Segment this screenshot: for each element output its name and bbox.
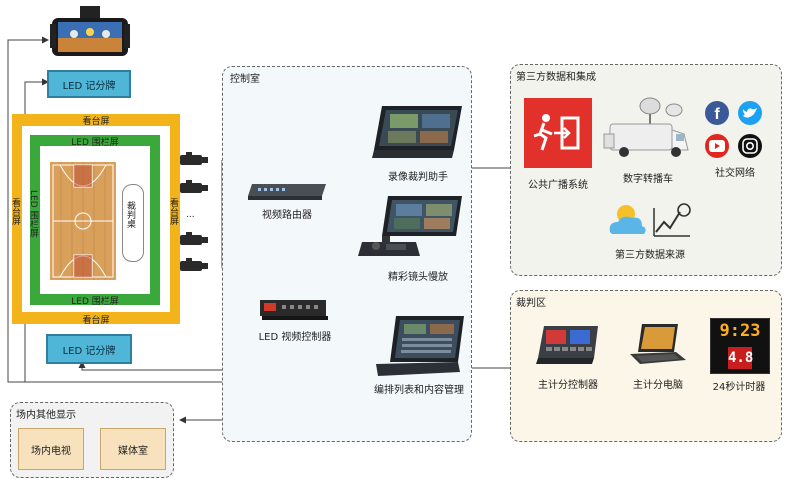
led-scoreboard-top-label: LED 记分牌 xyxy=(62,80,116,92)
video-router-device xyxy=(246,180,328,202)
score-controller-label: 主计分控制器 xyxy=(538,380,598,391)
chart-trend-icon xyxy=(655,211,681,233)
satellite-truck-icon xyxy=(603,96,692,164)
replay-assistant-device xyxy=(372,104,464,162)
stand-bottom-label: 看台屏 xyxy=(82,316,110,326)
basketball-court xyxy=(50,162,116,280)
jumbotron-screen xyxy=(50,4,130,62)
fence-bottom-label: LED 围栏屏 xyxy=(71,297,119,307)
public-broadcast-icon xyxy=(524,98,592,168)
svg-text:f: f xyxy=(714,106,720,123)
led-scoreboard-top: LED 记分牌 xyxy=(47,70,131,98)
stand-top-label: 看台屏 xyxy=(82,117,110,127)
camera-ellipsis: ... xyxy=(186,210,195,220)
camera-group xyxy=(176,152,210,274)
data-source-icons xyxy=(604,200,694,242)
led-scoreboard-bottom: LED 记分牌 xyxy=(46,334,132,364)
referee-table-label: 裁判桌 xyxy=(125,201,135,228)
score-computer-label: 主计分电脑 xyxy=(633,380,683,391)
data-source-label: 第三方数据来源 xyxy=(615,250,685,261)
led-video-controller-label: LED 视频控制器 xyxy=(258,332,332,343)
instagram-icon xyxy=(738,134,762,158)
highlights-device xyxy=(358,196,464,262)
other-displays-title: 场内其他显示 xyxy=(16,410,76,421)
shot-clock-device: 9:23 4.8 xyxy=(710,318,770,374)
video-router-label: 视频路由器 xyxy=(262,210,312,221)
facebook-icon xyxy=(705,101,729,125)
score-controller-device xyxy=(536,322,600,366)
venue-tv-label: 场内电视 xyxy=(31,445,71,457)
led-video-controller-device xyxy=(260,298,330,322)
control-room-title: 控制室 xyxy=(230,74,260,85)
referee-area-title: 裁判区 xyxy=(516,298,546,309)
shot-clock-label: 24秒计时器 xyxy=(712,382,766,393)
fence-top-label: LED 围栏屏 xyxy=(71,138,119,148)
satellite-truck-label: 数字转播车 xyxy=(623,174,673,185)
shot-clock-seconds: 4.8 xyxy=(728,347,753,369)
referee-table: 裁判桌 xyxy=(122,184,144,262)
replay-assistant-label: 录像裁判助手 xyxy=(388,172,448,183)
public-broadcast-label: 公共广播系统 xyxy=(528,180,588,191)
media-room-label: 媒体室 xyxy=(118,445,148,457)
social-icons: f xyxy=(704,100,766,160)
social-network-label: 社交网络 xyxy=(715,168,755,179)
playlist-management-label: 编排列表和内容管理 xyxy=(374,385,464,396)
shot-clock-time: 9:23 xyxy=(719,321,761,341)
stand-left-label: 看台屏 xyxy=(10,198,20,225)
fence-left-label: LED 围栏屏 xyxy=(28,190,38,238)
playlist-management-device xyxy=(376,316,466,378)
media-room-box: 媒体室 xyxy=(100,428,166,470)
highlights-label: 精彩镜头慢放 xyxy=(388,272,448,283)
third-party-title: 第三方数据和集成 xyxy=(516,72,596,83)
stand-right-label: 看台屏 xyxy=(168,198,178,225)
cloud-icon xyxy=(609,216,646,234)
led-scoreboard-bottom-label: LED 记分牌 xyxy=(62,345,116,357)
venue-tv-box: 场内电视 xyxy=(18,428,84,470)
score-computer-device xyxy=(628,322,688,366)
